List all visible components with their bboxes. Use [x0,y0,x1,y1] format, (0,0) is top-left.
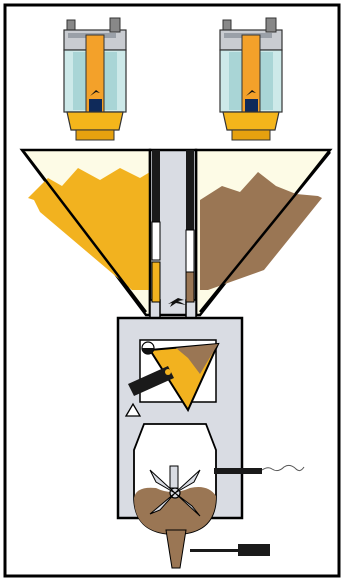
left-scale-gauge-icon [64,18,126,140]
right-scale-gauge-icon [220,18,282,140]
left-level-sensor-icon [152,150,160,302]
mixer-icon [134,424,216,534]
right-level-sensor-icon [186,150,194,302]
feeder-icon [128,340,218,410]
